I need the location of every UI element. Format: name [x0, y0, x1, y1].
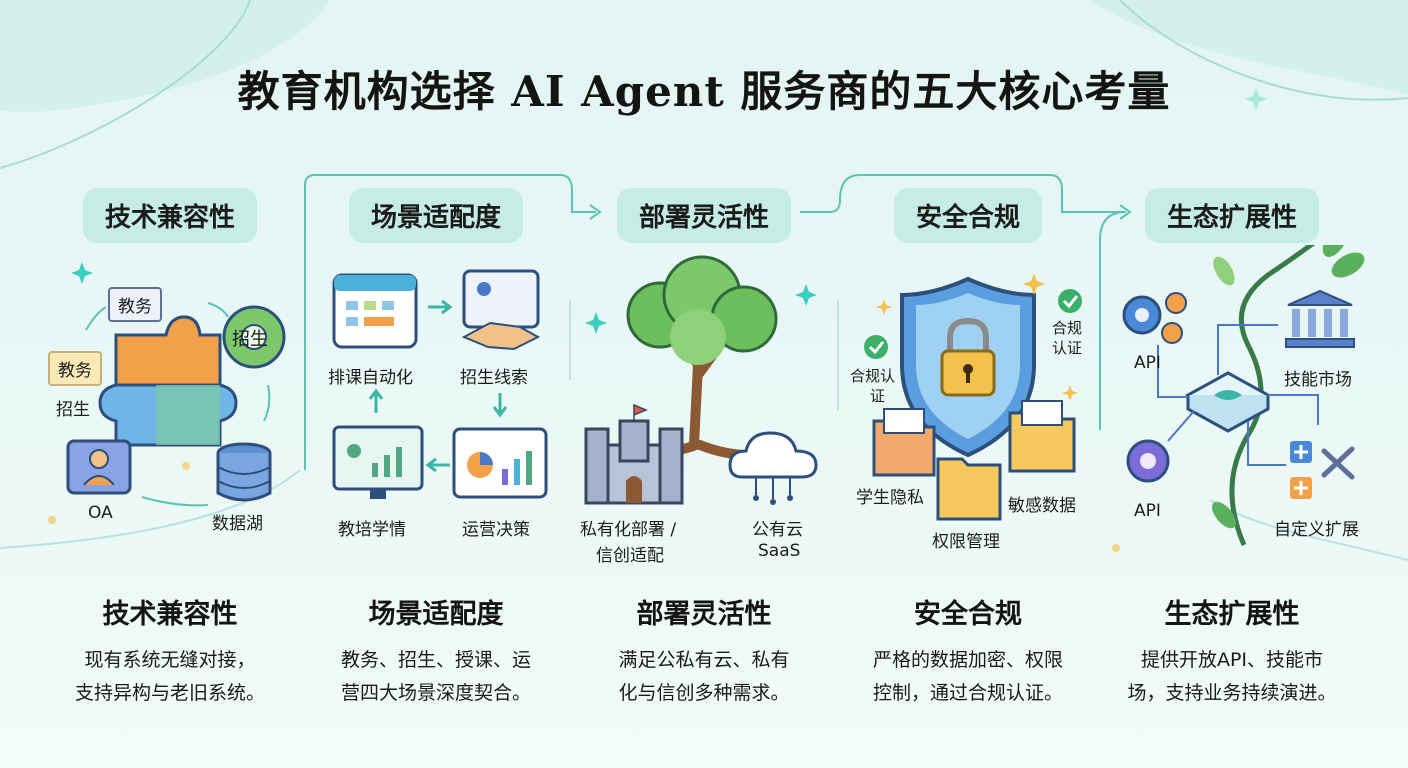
label-leads: 招生线索: [460, 368, 528, 388]
handshake-icon: [461, 269, 541, 351]
label-learning: 教培学情: [338, 520, 406, 540]
label-zhaosheng-left: 招生: [56, 400, 90, 420]
illustration-scenario-fit: 排课自动化 招生线索 教培学情 运营决策: [302, 245, 570, 570]
column-deployment: 部署灵活性 私有化部署 /: [570, 0, 838, 768]
label-public-cloud: 公有云: [752, 520, 803, 540]
label-custom-extension: 自定义扩展: [1274, 520, 1359, 540]
illustration-tech-compatibility: 教务 招生 教务 招生 OA 数据湖: [36, 245, 304, 570]
castle-icon: [584, 403, 684, 505]
label-zhaosheng-right: 招生: [232, 329, 268, 350]
label-api-top: API: [1134, 353, 1161, 373]
label-compliance-left-1: 合规认: [850, 367, 896, 385]
heading-tech-compatibility: 技术兼容性: [102, 599, 238, 630]
label-operations: 运营决策: [462, 520, 530, 540]
shield-lock-icon: [900, 276, 1036, 458]
dashboard-chart-icon: [452, 427, 548, 499]
label-permission: 权限管理: [932, 532, 1000, 552]
tree-icon: [626, 255, 778, 461]
heading-scenario-fit: 场景适配度: [368, 599, 504, 630]
label-compliance-right-2: 认证: [1052, 339, 1083, 357]
illustration-deployment: 私有化部署 / 信创适配 公有云 SaaS: [570, 245, 838, 570]
label-xinchuang: 信创适配: [596, 546, 664, 566]
gear-icon: [1126, 439, 1170, 483]
label-api-bottom: API: [1134, 501, 1161, 521]
label-compliance-left-2: 证: [870, 387, 886, 405]
desc-deployment: 满足公私有云、私有 化与信创多种需求。: [618, 649, 790, 704]
gears-icon: [1122, 292, 1187, 344]
heading-deployment: 部署灵活性: [636, 599, 772, 630]
illustration-ecosystem: API 技能市场 API 自定义扩展: [1098, 220, 1366, 570]
plus-tools-icon: [1290, 441, 1355, 499]
label-skill-market: 技能市场: [1284, 370, 1352, 390]
column-security: 安全合规 合规认: [834, 0, 1102, 768]
column-scenario-fit: 场景适配度: [302, 0, 570, 768]
pill-security: 安全合规: [893, 188, 1043, 243]
page-title: 教育机构选择 AI Agent 服务商的五大核心考量: [237, 67, 1171, 116]
label-scheduling: 排课自动化: [328, 368, 413, 388]
label-student-privacy: 学生隐私: [856, 488, 924, 508]
pill-scenario-fit: 场景适配度: [348, 188, 524, 243]
desc-tech-compatibility: 现有系统无缝对接， 支持异构与老旧系统。: [74, 649, 265, 704]
pill-ecosystem: 生态扩展性: [1144, 188, 1320, 243]
label-oa: OA: [88, 503, 113, 523]
label-jiaowu-left: 教务: [48, 351, 102, 386]
desc-scenario-fit: 教务、招生、授课、运 营四大场景深度契合。: [340, 649, 531, 704]
desc-ecosystem: 提供开放API、技能市 场，支持业务持续演进。: [1127, 649, 1337, 704]
column-tech-compatibility: 技术兼容性: [36, 0, 304, 768]
pill-deployment: 部署灵活性: [616, 188, 792, 243]
cloud-icon: [728, 431, 818, 505]
puzzle-icon: [98, 315, 238, 447]
check-badge-icon: [864, 289, 1082, 359]
bank-icon: [1285, 289, 1355, 348]
heading-ecosystem: 生态扩展性: [1164, 599, 1300, 630]
database-icon: [216, 442, 272, 502]
column-ecosystem: 生态扩展性: [1098, 0, 1366, 768]
heading-security: 安全合规: [914, 599, 1022, 630]
monitor-chart-icon: [332, 425, 424, 499]
pill-tech-compatibility: 技术兼容性: [82, 188, 258, 243]
folder-icon: [872, 400, 1076, 521]
label-sensitive-data: 敏感数据: [1008, 496, 1076, 516]
user-puzzle-icon: [66, 439, 132, 495]
desc-security: 严格的数据加密、权限 控制，通过合规认证。: [872, 649, 1063, 704]
label-compliance-right-1: 合规: [1052, 319, 1083, 337]
label-data-lake: 数据湖: [212, 514, 263, 534]
label-private-deploy: 私有化部署 /: [580, 520, 677, 540]
label-saas: SaaS: [758, 541, 801, 561]
calendar-icon: [332, 273, 418, 349]
gear-puzzle-icon: [222, 305, 286, 369]
illustration-security: 合规认 证 合规 认证 学生隐私 权限管理 敏感数据: [834, 245, 1102, 570]
label-jiaowu-top: 教务: [108, 287, 162, 322]
